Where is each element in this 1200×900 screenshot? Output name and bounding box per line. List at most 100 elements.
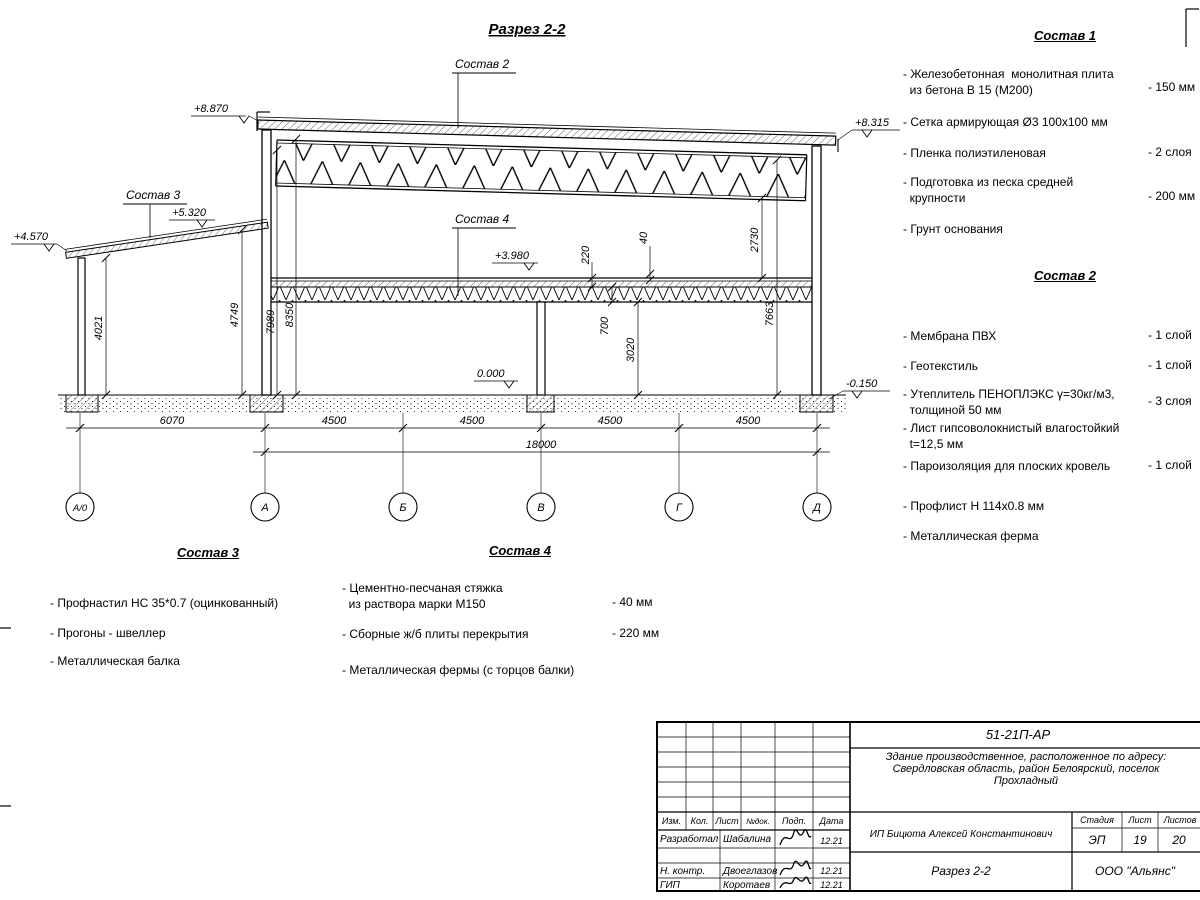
tb-date-ncontrol: 12.21 [820, 866, 843, 876]
tb-sheets-value: 20 [1172, 833, 1186, 847]
project-description: Здание производственное, расположенное п… [885, 751, 1167, 787]
sostav2-item: - Лист гипсоволокнистый влагостойкий t=1… [903, 421, 1120, 452]
tb-name-developer: Шабалина [723, 834, 772, 845]
sostav4-item: - Сборные ж/б плиты перекрытия [342, 627, 529, 641]
sostav1-value: - 150 мм [1148, 80, 1196, 94]
signature-developer [779, 829, 812, 846]
axis-v: В [537, 502, 544, 514]
sostav1-item: - Сетка армирующая Ø3 100х100 мм [903, 115, 1108, 129]
dim-slab: 220 [580, 245, 592, 265]
sostav2-value: - 1 слой [1148, 328, 1192, 342]
tb-sheets-label: Листов [1163, 815, 1197, 825]
axis-g: Г [676, 502, 683, 514]
tb-person: ИП Бицюта Алексей Константинович [869, 829, 1053, 840]
tb-name-ncontrol: Двоеглазов [723, 866, 778, 877]
elev-roof-left: +8.870 [194, 103, 229, 115]
tb-col-data: Дата [819, 816, 844, 826]
tb-col-ndok: №док. [746, 817, 770, 826]
elev-roof-right: +8.315 [855, 117, 890, 129]
sostav1-item: - Грунт основания [903, 222, 1003, 236]
doc-number: 51-21П-АР [985, 727, 1051, 742]
sostav2-value: - 1 слой [1148, 458, 1192, 472]
dim-span5: 4500 [736, 415, 761, 427]
axis-a: А [260, 502, 268, 514]
tb-stage-value: ЭП [1088, 833, 1106, 847]
tb-role-ncontrol: Н. контр. [660, 866, 706, 877]
sostav1-item: - Пленка полиэтиленовая [903, 146, 1046, 160]
dim-span3: 4500 [460, 415, 485, 427]
tb-col-kol: Кол. [690, 816, 709, 826]
tb-name-gip: Коротаев [723, 880, 771, 891]
floor-structure [270, 277, 812, 303]
annex-roof [65, 218, 269, 259]
elev-ground-right: -0.150 [846, 378, 878, 390]
frame-marks [0, 8, 1199, 807]
tb-sheet-label: Лист [1128, 815, 1152, 825]
elev-floor: +3.980 [495, 250, 530, 262]
tb-date-developer: 12.21 [820, 836, 843, 846]
axis-a0: А/0 [72, 503, 88, 514]
elev-annex-left: +4.570 [14, 231, 49, 243]
elevation-marks: +8.870 +8.315 +5.320 +4.570 +3.980 0.000… [11, 103, 900, 400]
dim-annex-right: 4749 [229, 303, 241, 327]
sostav4-item: - Металлическая фермы (с торцов балки) [342, 663, 575, 677]
callout-sostav3: Состав 3 [126, 188, 180, 202]
signature-gip [779, 876, 812, 889]
axis-b: Б [399, 502, 406, 514]
vertical-dimensions: 4021 4749 7989 8350 220 40 700 3 [93, 134, 782, 400]
axis-d: Д [811, 502, 821, 514]
sostav2-item: - Металлическая ферма [903, 529, 1039, 543]
sostav1-value: - 200 мм [1148, 189, 1196, 203]
elev-annex-right: +5.320 [172, 207, 207, 219]
dim-hall-right: 7663 [764, 301, 776, 326]
sostav2-item: - Профлист Н 114х0.8 мм [903, 499, 1045, 513]
tb-sheet-value: 19 [1133, 833, 1147, 847]
main-roof [257, 116, 837, 146]
sostav3-item: - Профнастил НС 35*0.7 (оцинкованный) [50, 596, 279, 610]
dim-screed: 40 [638, 231, 650, 244]
tb-col-list: Лист [715, 816, 739, 826]
section-title: Разрез 2-2 [488, 21, 566, 38]
sostav2-value: - 1 слой [1148, 358, 1192, 372]
sostav3-title: Состав 3 [176, 545, 240, 560]
sostav1-item: - Железобетонная монолитная плита из бет… [903, 67, 1114, 98]
sostav2-title: Состав 2 [1033, 268, 1097, 283]
dim-span1: 6070 [160, 415, 185, 427]
sostav2-value: - 3 слоя [1148, 394, 1192, 408]
tb-col-podp: Подп. [782, 816, 806, 826]
tb-role-gip: ГИП [660, 880, 680, 891]
tb-drawing-name: Разрез 2-2 [931, 864, 991, 878]
dim-floor-truss: 700 [599, 316, 611, 335]
sostav4-value: - 40 мм [612, 595, 653, 609]
sostav4-title: Состав 4 [488, 543, 552, 558]
dim-annex-inner: 4021 [93, 316, 105, 340]
dim-ground-floor: 3020 [625, 337, 637, 362]
sostav1-value: - 2 слоя [1148, 145, 1192, 159]
sostav2-item: - Мембрана ПВХ [903, 329, 997, 343]
title-block-grid [656, 721, 1200, 892]
callout-sostav2: Состав 2 [455, 57, 509, 71]
dim-span4: 4500 [598, 415, 623, 427]
sostav2-item: - Утеплитель ПЕНОПЛЭКС γ=30кг/м3, толщин… [903, 387, 1115, 418]
elev-zero: 0.000 [477, 368, 505, 380]
callouts: Состав 2 Состав 3 Состав 4 [123, 57, 516, 296]
tb-date-gip: 12.21 [820, 880, 843, 890]
horizontal-dimensions: 6070 4500 4500 4500 4500 18000 [66, 413, 830, 493]
callout-sostav4: Состав 4 [455, 212, 509, 226]
dim-hall-left: 8350 [284, 302, 296, 327]
signatures [779, 829, 812, 889]
signature-ncontrol [779, 860, 812, 876]
sostav1-item: - Подготовка из песка средней крупности [903, 175, 1074, 206]
tb-organization: ООО "Альянс" [1095, 864, 1175, 878]
tb-col-izm: Изм. [661, 816, 682, 826]
dim-total: 18000 [526, 439, 557, 451]
dim-roof-clear: 2730 [749, 227, 761, 253]
tb-stage-label: Стадия [1080, 815, 1114, 825]
dim-hall-left-inner: 7989 [265, 310, 277, 334]
sostav1-title: Состав 1 [1033, 28, 1097, 43]
sostav2-item: - Геотекстиль [903, 359, 978, 373]
roof-truss [275, 139, 808, 202]
sostav4-item: - Цементно-песчаная стяжка из раствора м… [342, 581, 503, 612]
